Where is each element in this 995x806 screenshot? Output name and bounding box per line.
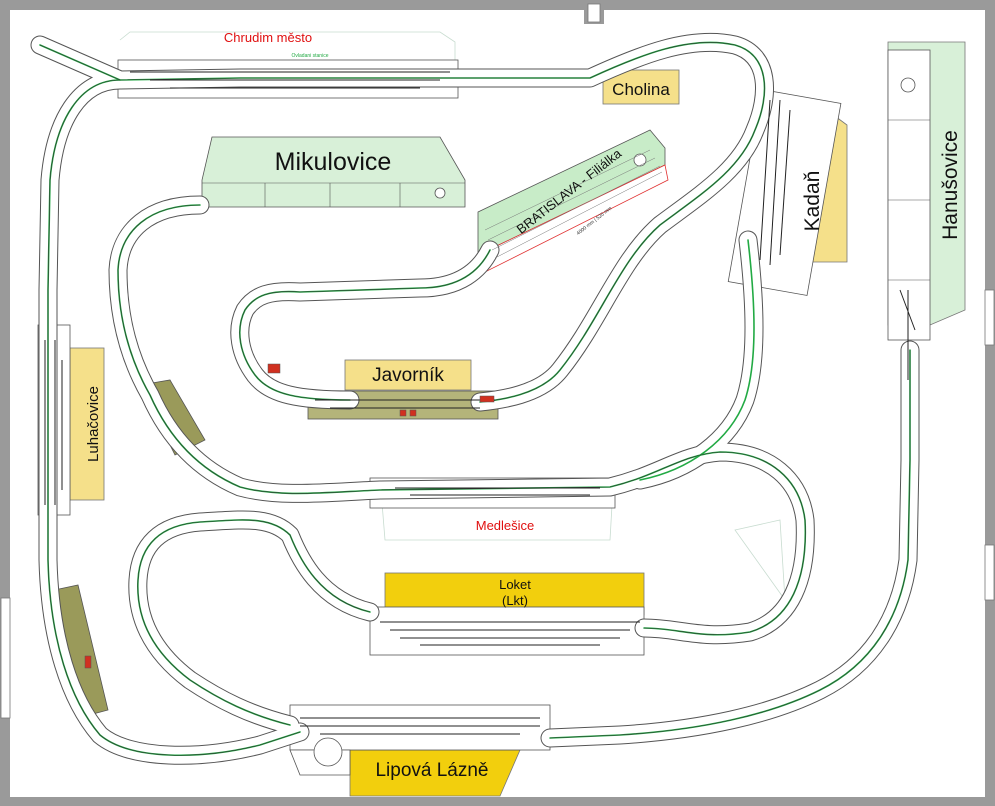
cholina-label: Cholina [612,80,670,99]
chrudim-sublabel: Ovladani stanice [292,53,329,59]
loket-track-area [369,606,645,656]
chrudim-label: Chrudim město [224,30,312,45]
luhacovice-box [69,347,105,501]
kadan-label: Kadaň [801,171,824,232]
hanusovice-label: Hanušovice [939,130,962,240]
javornik-box [344,359,472,391]
medlesice-label: Medlešice [476,518,535,533]
lipova-label: Lipová Lázně [375,760,488,781]
luhacovice-label: Luhačovice [85,386,102,462]
room-outlines [119,31,786,602]
yard-tracks [44,71,916,735]
loket-label: Loket [499,577,531,592]
javornik-label: Javorník [372,365,444,386]
fiddle-yard-lines [484,149,663,259]
mikulovice-box [201,136,466,208]
loket-code-label: (Lkt) [502,593,528,608]
bratislava-box [477,129,666,256]
buildings [84,363,495,669]
mikulovice-label: Mikulovice [275,148,392,176]
